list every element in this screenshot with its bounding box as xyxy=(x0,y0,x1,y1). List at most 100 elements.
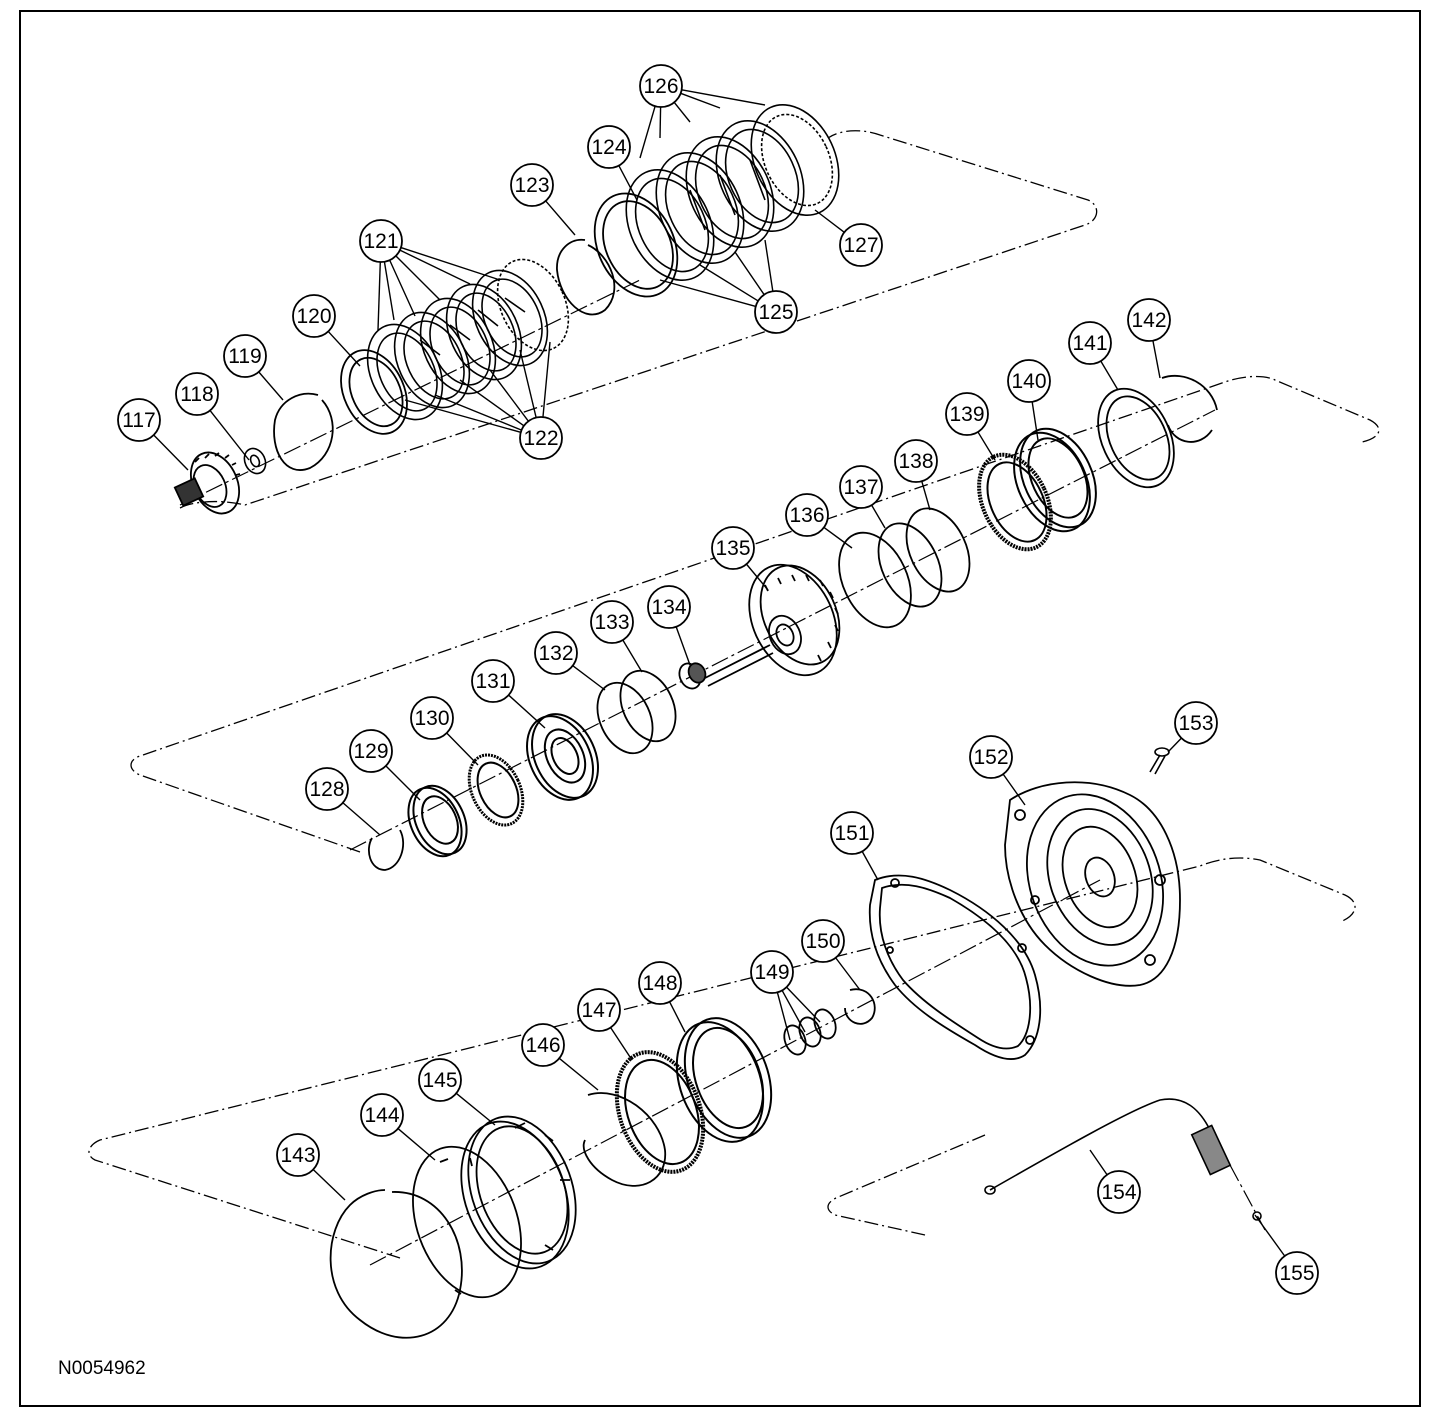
leader-line xyxy=(675,626,691,666)
leader-line xyxy=(823,526,853,549)
leader-line xyxy=(389,259,416,317)
callout-label: 117 xyxy=(122,409,155,432)
part-148-piston xyxy=(675,1017,773,1143)
leader-line xyxy=(153,434,189,471)
leader-line xyxy=(609,1027,633,1061)
callout-label: 144 xyxy=(364,1104,399,1127)
leader-line xyxy=(459,379,525,427)
leader-line xyxy=(673,101,691,123)
leader-line xyxy=(1167,737,1182,753)
callout-155: 155 xyxy=(1254,1214,1319,1295)
part-142-snap-ring xyxy=(1161,375,1218,443)
leader-line xyxy=(1100,360,1119,391)
leader-line xyxy=(395,255,441,301)
callout-circle xyxy=(711,526,755,570)
callout-circle xyxy=(839,465,883,509)
part-136-138-seal-rings xyxy=(838,507,971,629)
callout-128: 128 xyxy=(305,767,381,836)
group-outline-cable xyxy=(827,1134,986,1236)
callout-circle xyxy=(590,600,634,644)
callout-label: 135 xyxy=(715,537,750,560)
callout-label: 141 xyxy=(1072,332,1107,355)
leader-line xyxy=(385,765,421,801)
callout-142: 142 xyxy=(1127,298,1171,379)
callout-135: 135 xyxy=(711,526,769,591)
callout-141: 141 xyxy=(1068,321,1119,391)
leader-line xyxy=(1089,1149,1108,1176)
leader-line xyxy=(786,986,821,1023)
callout-145: 145 xyxy=(418,1058,496,1126)
part-128-snap-ring xyxy=(368,829,405,871)
callout-circle xyxy=(785,493,829,537)
callout-132: 132 xyxy=(534,631,606,691)
callout-circle xyxy=(471,659,515,703)
part-153-bolt xyxy=(1149,747,1170,775)
leader-line xyxy=(681,89,766,106)
axis-line-bottom xyxy=(369,879,1101,1266)
leader-line xyxy=(1002,773,1026,806)
callout-label: 138 xyxy=(898,450,933,473)
part-120-ring xyxy=(340,349,408,435)
callout-138: 138 xyxy=(894,439,938,511)
leader-line xyxy=(618,165,638,201)
callout-131: 131 xyxy=(471,659,546,729)
callout-146: 146 xyxy=(521,1023,599,1091)
leader-line xyxy=(764,239,774,292)
part-143-snap-ring xyxy=(329,1189,463,1339)
callout-circle xyxy=(521,1023,565,1067)
callout-label: 140 xyxy=(1011,370,1046,393)
part-119-snap-ring xyxy=(273,392,334,471)
callout-label: 129 xyxy=(353,740,388,763)
callout-circle xyxy=(534,631,578,675)
leader-line xyxy=(622,639,643,673)
callout-circle xyxy=(577,988,621,1032)
callout-label: 125 xyxy=(758,301,793,324)
axis-line-middle xyxy=(349,409,1216,851)
callout-circle xyxy=(349,729,393,773)
leader-line xyxy=(508,694,546,729)
leader-line xyxy=(921,480,931,511)
callout-144: 144 xyxy=(360,1093,436,1161)
callout-circle xyxy=(894,439,938,483)
callout-139: 139 xyxy=(945,392,996,461)
leader-line xyxy=(745,563,769,591)
leader-line xyxy=(814,209,845,233)
callout-152: 152 xyxy=(969,735,1026,806)
callout-circle xyxy=(639,64,683,108)
callout-120: 120 xyxy=(292,294,361,367)
figure-id: N0054962 xyxy=(58,1358,146,1379)
leader-line xyxy=(209,410,250,461)
leader-line xyxy=(397,1128,436,1161)
callout-label: 151 xyxy=(834,822,869,845)
callout-label: 123 xyxy=(514,174,549,197)
callout-124: 124 xyxy=(587,125,638,201)
leader-line xyxy=(489,369,529,422)
axis-line-cable xyxy=(1229,1164,1266,1231)
part-145-reaction-plate xyxy=(460,1115,577,1270)
part-123-snap-ring xyxy=(556,238,616,316)
part-155-sensor xyxy=(1190,1124,1262,1221)
callout-circle xyxy=(945,392,989,436)
callout-circle xyxy=(117,398,161,442)
group-outline-top xyxy=(179,130,1098,509)
callout-150: 150 xyxy=(801,919,861,991)
leader-line xyxy=(572,665,606,691)
callout-circle xyxy=(750,950,794,994)
callout-label: 154 xyxy=(1101,1181,1136,1204)
callout-140: 140 xyxy=(1007,359,1051,441)
callout-143: 143 xyxy=(276,1133,346,1201)
leader-line xyxy=(258,371,284,401)
leader-line xyxy=(312,1169,346,1201)
callout-label: 148 xyxy=(642,972,677,995)
group-outlines xyxy=(88,130,1380,1259)
part-154-cable xyxy=(984,1098,1211,1195)
leader-line xyxy=(455,1092,496,1126)
leader-line xyxy=(776,992,791,1041)
callout-118: 118 xyxy=(175,372,250,461)
callout-circle xyxy=(1127,298,1171,342)
callout-circle xyxy=(587,125,631,169)
callout-label: 139 xyxy=(949,403,984,426)
callout-label: 119 xyxy=(228,345,261,368)
callout-117: 117 xyxy=(117,398,189,471)
callout-label: 133 xyxy=(594,611,629,634)
